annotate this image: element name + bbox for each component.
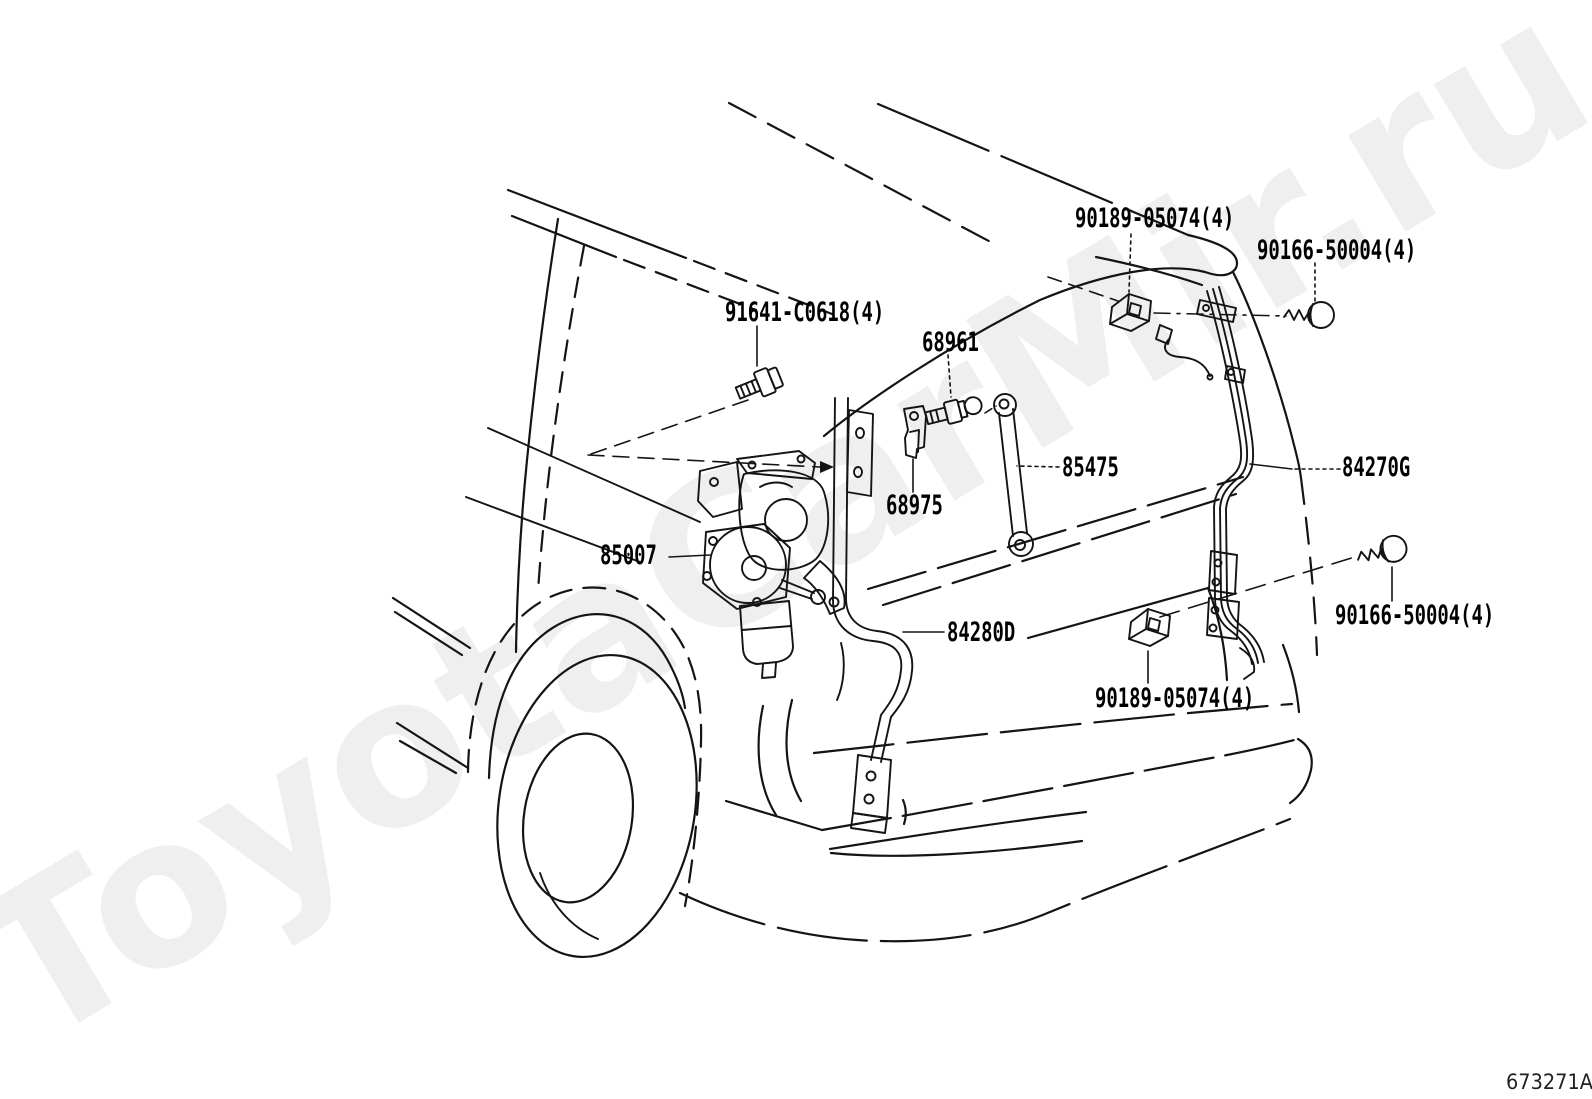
part-label-85475: 85475	[1062, 452, 1119, 483]
grommet-90189-bottom-icon	[1128, 608, 1171, 647]
part-label-90189-bottom: 90189-05074(4)	[1095, 683, 1255, 714]
part-label-90166-top: 90166-50004(4)	[1257, 235, 1417, 266]
part-label-90166-mid: 90166-50004(4)	[1335, 600, 1495, 631]
leader-lines	[587, 233, 1393, 684]
clip-68975-drawing	[903, 405, 927, 459]
vehicle-outline	[391, 101, 1319, 959]
part-label-68975: 68975	[886, 490, 943, 521]
screw-90166-top-icon	[1283, 301, 1335, 329]
stay-rod-85475-drawing	[993, 393, 1034, 557]
bolt-68961-drawing	[924, 396, 983, 426]
part-label-90189-top: 90189-05074(4)	[1075, 203, 1235, 234]
part-label-68961: 68961	[922, 327, 979, 358]
bolt-91641-drawing	[734, 366, 784, 400]
harness-84280D-drawing	[832, 397, 914, 834]
wiper-motor-85007-drawing	[697, 450, 846, 679]
part-label-84280D: 84280D	[947, 617, 1016, 648]
part-label-85007: 85007	[600, 540, 657, 571]
screw-90166-mid-icon	[1353, 532, 1411, 572]
figure-number: 673271A	[1506, 1070, 1592, 1094]
part-label-84270G: 84270G	[1342, 452, 1411, 483]
moulding-84270G-drawing	[1155, 286, 1265, 680]
part-label-91641: 91641-C0618(4)	[725, 297, 885, 328]
